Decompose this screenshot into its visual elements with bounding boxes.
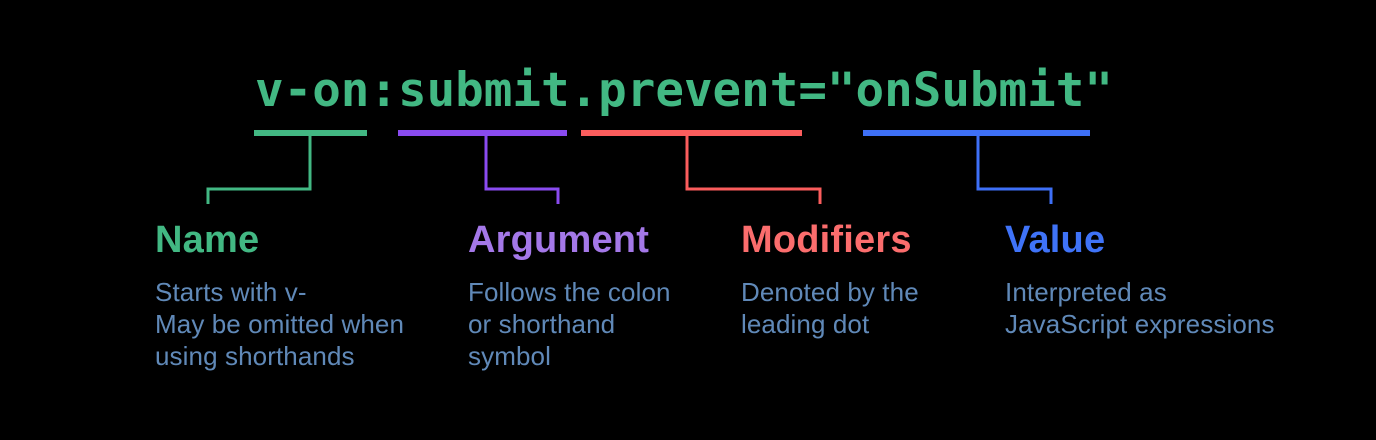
connector-line-value bbox=[976, 136, 1053, 204]
section-modifiers-description: Denoted by the leading dot bbox=[741, 277, 919, 339]
code-snippet: v-on:submit.prevent="onSubmit" bbox=[255, 63, 1113, 118]
section-modifiers: Modifiers Denoted by the leading dot bbox=[741, 218, 1071, 340]
section-argument: Argument Follows the colon or shorthand … bbox=[468, 218, 798, 372]
section-argument-description: Follows the colon or shorthand symbol bbox=[468, 277, 671, 371]
section-value-label: Value bbox=[1005, 219, 1106, 261]
connector-line-name bbox=[206, 136, 312, 204]
section-argument-label: Argument bbox=[468, 219, 650, 261]
section-name-label: Name bbox=[155, 219, 260, 261]
underline-argument bbox=[398, 130, 567, 136]
section-modifiers-label: Modifiers bbox=[741, 219, 912, 261]
underline-name bbox=[254, 130, 367, 136]
connector-line-modifiers bbox=[685, 136, 822, 204]
underline-value bbox=[863, 130, 1090, 136]
section-value: Value Interpreted as JavaScript expressi… bbox=[1005, 218, 1335, 340]
underline-modifiers bbox=[581, 130, 802, 136]
section-name-description: Starts with v- May be omitted when using… bbox=[155, 277, 405, 371]
section-name: Name Starts with v- May be omitted when … bbox=[155, 218, 485, 372]
section-value-description: Interpreted as JavaScript expressions bbox=[1005, 277, 1275, 339]
connector-line-argument bbox=[484, 136, 560, 204]
